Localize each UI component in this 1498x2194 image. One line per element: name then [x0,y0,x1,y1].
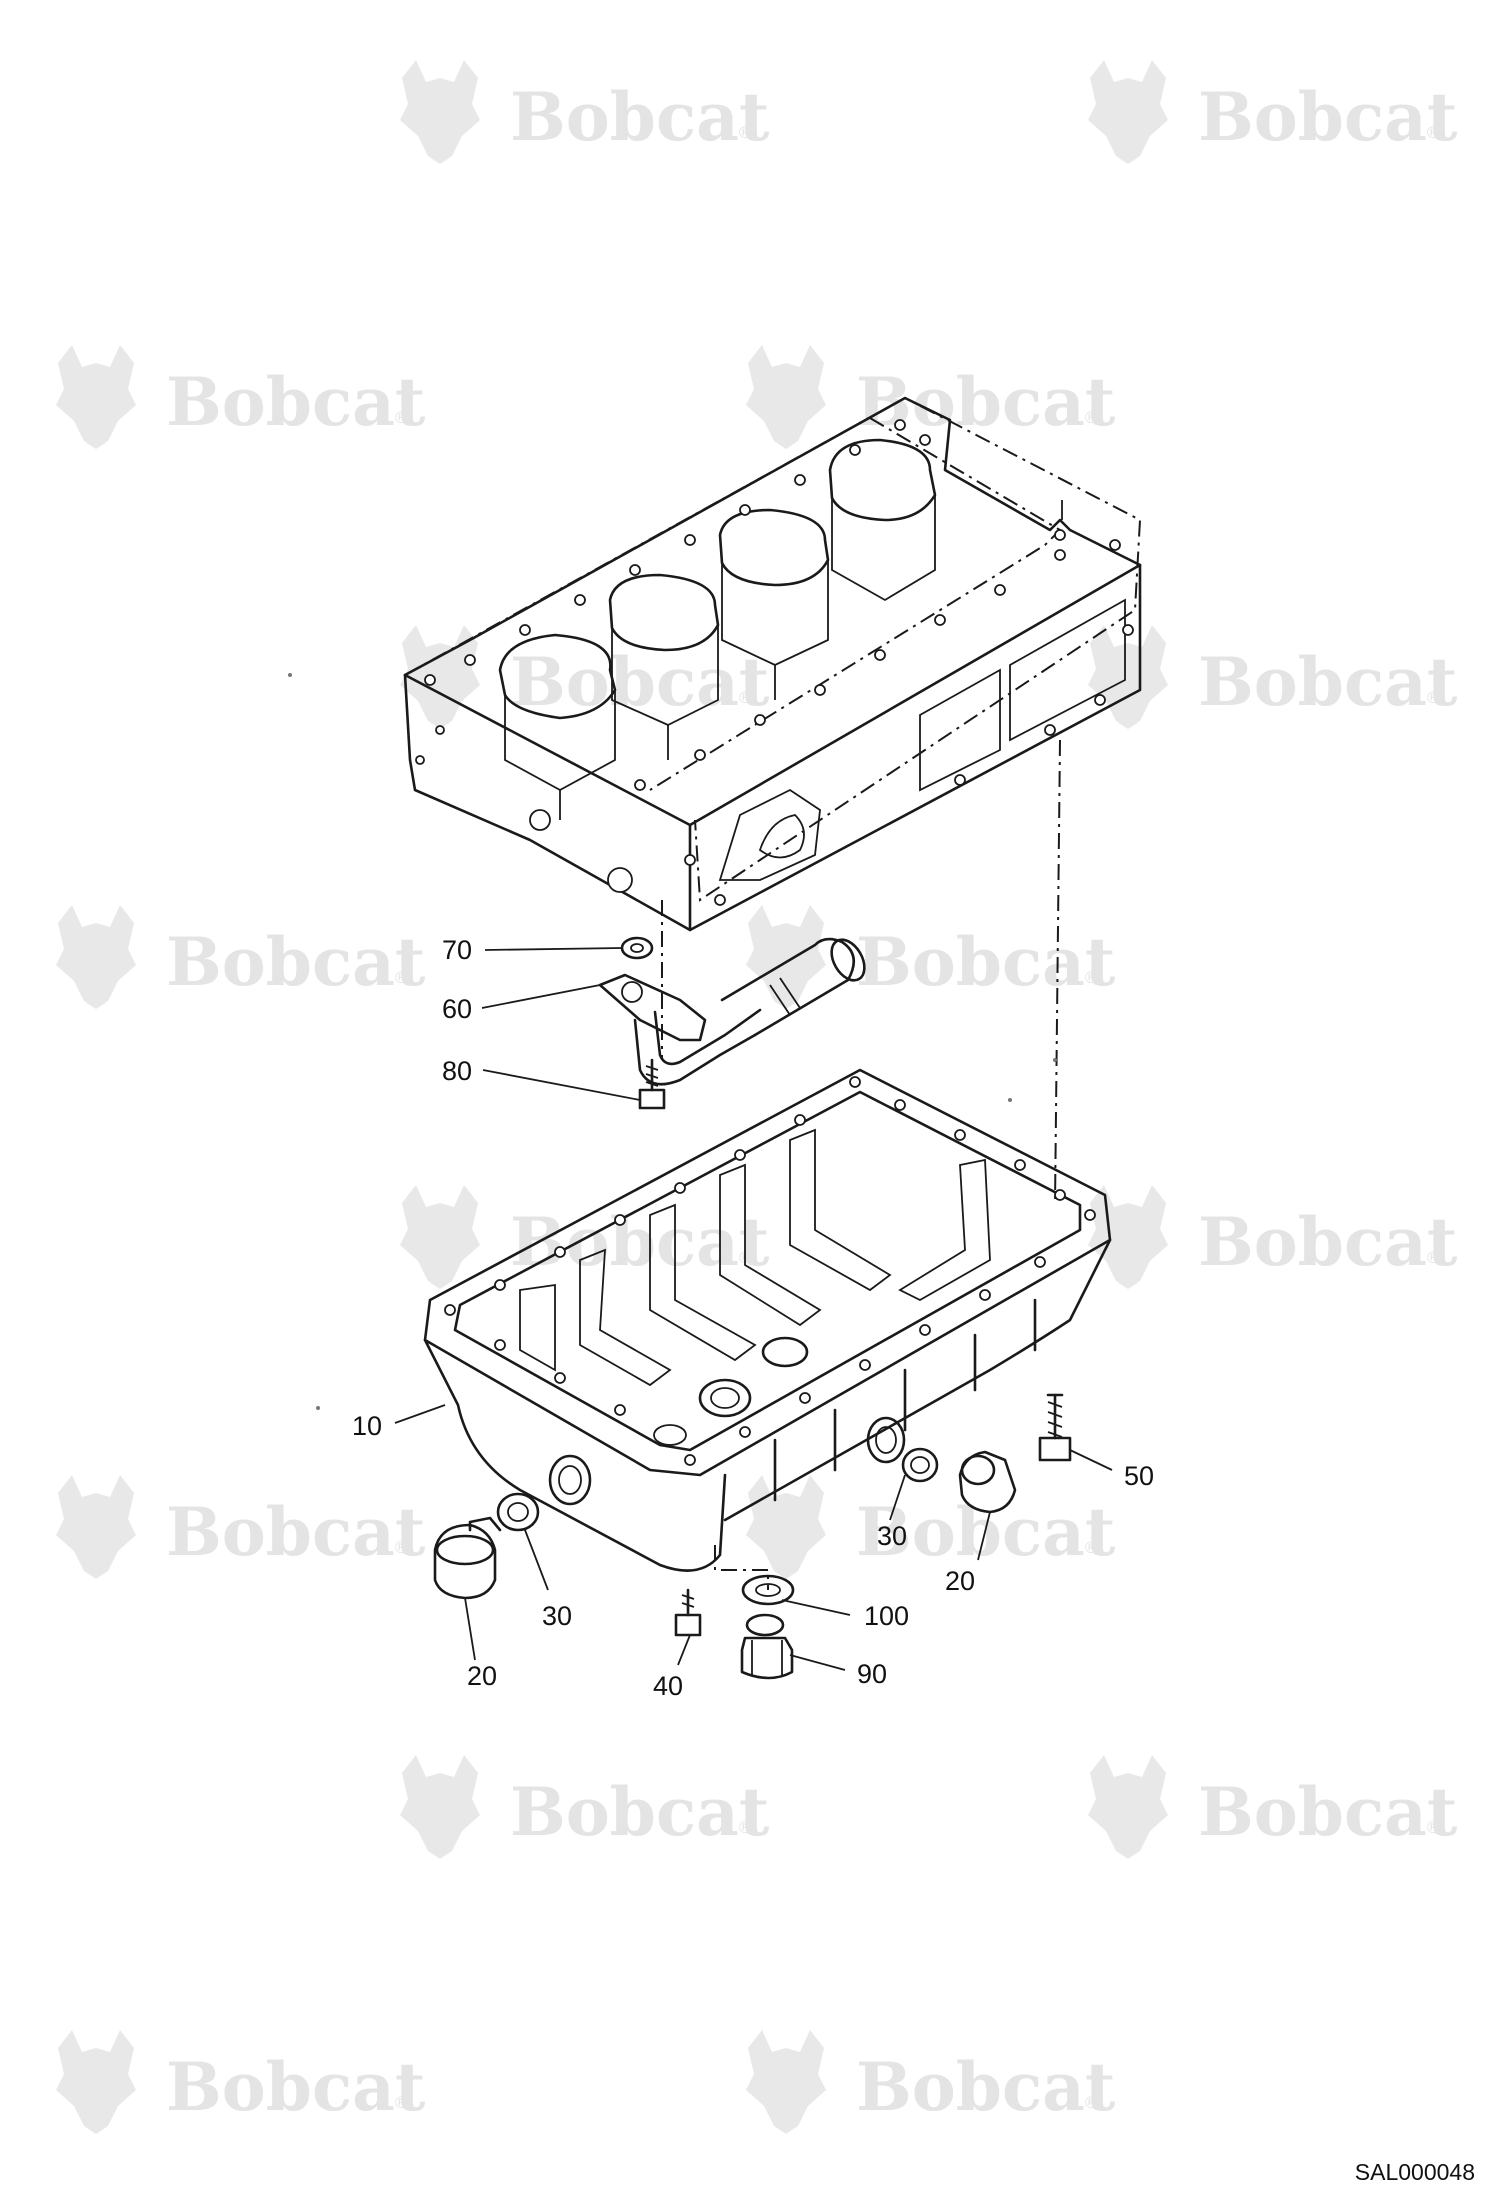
bobcat-logo-icon [400,60,480,164]
centerline-right-bolt [1054,739,1061,1206]
watermark-13: Bobcat ® [400,1755,770,1859]
callout-100: 100 [864,1601,909,1631]
watermark-4: Bobcat ® [746,345,1116,449]
oil-strainer-pipe [598,937,866,1086]
bobcat-logo-icon [400,1185,480,1289]
watermark-8: Bobcat ® [746,905,1116,1009]
plug-90 [740,1613,794,1680]
svg-text:®: ® [1425,688,1441,707]
leader-lines [394,947,1113,1671]
bolt-80 [638,1058,666,1110]
watermark-11: Bobcat ® [56,1475,426,1579]
washer-30-right [901,1447,939,1483]
svg-text:®: ® [393,408,409,427]
block-bolt-holes [424,419,1121,791]
bolt-50 [1038,1393,1072,1462]
oil-pan [423,1068,1112,1572]
svg-text:Bobcat: Bobcat [510,1773,770,1851]
watermark-3: Bobcat ® [56,345,426,449]
bobcat-logo-icon [56,345,136,449]
svg-text:®: ® [737,1818,753,1837]
callout-20-left: 20 [467,1661,497,1691]
figure-reference: SAL000048 [1355,2159,1475,2185]
washer-100 [741,1574,795,1606]
bobcat-logo-icon [1088,625,1168,729]
pan-bolt-holes [444,1076,1096,1466]
callout-labels: 70 60 80 10 50 30 20 30 100 20 90 40 [352,935,1154,1701]
callout-50: 50 [1124,1461,1154,1491]
bobcat-logo-icon [400,1755,480,1859]
svg-text:Bobcat: Bobcat [1198,1203,1458,1281]
watermark-6: Bobcat ® [1088,625,1458,729]
bobcat-logo-icon [56,1475,136,1579]
washer-70 [620,936,654,960]
watermark-layer: Bobcat ® Bobcat ® Bobcat ® Bobcat ® Bobc… [56,60,1458,2134]
bobcat-logo-icon [1088,1185,1168,1289]
callout-80: 80 [442,1056,472,1086]
watermark-1: Bobcat ® [400,60,770,164]
svg-text:Bobcat: Bobcat [856,363,1116,441]
bobcat-logo-icon [56,905,136,1009]
watermark-14: Bobcat ® [1088,1755,1458,1859]
svg-text:®: ® [1425,123,1441,142]
svg-text:Bobcat: Bobcat [166,923,426,1001]
svg-text:Bobcat: Bobcat [1198,1773,1458,1851]
svg-text:Bobcat: Bobcat [1198,643,1458,721]
washer-30-left [496,1492,540,1532]
bobcat-logo-icon [746,905,826,1009]
bobcat-logo-icon [1088,60,1168,164]
pan-baffles [519,1128,991,1387]
watermark-9: Bobcat ® [400,1185,770,1289]
svg-text:®: ® [393,2093,409,2112]
callout-10: 10 [352,1411,382,1441]
svg-text:®: ® [393,1538,409,1557]
svg-text:Bobcat: Bobcat [856,1493,1116,1571]
svg-text:Bobcat: Bobcat [856,2048,1116,2126]
bobcat-logo-icon [56,2030,136,2134]
svg-text:Bobcat: Bobcat [1198,78,1458,156]
callout-90: 90 [857,1659,887,1689]
svg-text:Bobcat: Bobcat [166,2048,426,2126]
bobcat-logo-icon [746,345,826,449]
callout-30-left: 30 [542,1601,572,1631]
svg-text:Bobcat: Bobcat [856,923,1116,1001]
svg-text:®: ® [1083,1538,1099,1557]
svg-text:Bobcat: Bobcat [510,643,770,721]
svg-text:Bobcat: Bobcat [166,363,426,441]
cylinder-bores [498,438,937,820]
svg-text:Bobcat: Bobcat [510,1203,770,1281]
watermark-15: Bobcat ® [56,2030,426,2134]
watermark-12: Bobcat ® [746,1475,1116,1579]
svg-text:®: ® [1425,1248,1441,1267]
callout-20-right: 20 [945,1566,975,1596]
svg-text:®: ® [1083,2093,1099,2112]
watermark-16: Bobcat ® [746,2030,1116,2134]
svg-text:®: ® [393,968,409,987]
svg-text:®: ® [1083,968,1099,987]
watermark-5: Bobcat ® [400,625,770,729]
svg-text:Bobcat: Bobcat [510,78,770,156]
svg-text:®: ® [737,123,753,142]
watermark-2: Bobcat ® [1088,60,1458,164]
bobcat-logo-icon [1088,1755,1168,1859]
callout-30-right: 30 [877,1521,907,1551]
crankcase-block [403,396,1142,932]
watermark-7: Bobcat ® [56,905,426,1009]
callout-60: 60 [442,994,472,1024]
svg-text:®: ® [1083,408,1099,427]
bolt-40 [674,1588,702,1637]
svg-text:®: ® [737,688,753,707]
callout-40: 40 [653,1671,683,1701]
drain-plug-20-right [958,1450,1017,1514]
svg-text:Bobcat: Bobcat [166,1493,426,1571]
watermark-10: Bobcat ® [1088,1185,1458,1289]
drain-plug-20-left [433,1516,502,1600]
svg-text:®: ® [1425,1818,1441,1837]
callout-70: 70 [442,935,472,965]
centerline-drain [714,1545,769,1590]
bobcat-logo-icon [746,2030,826,2134]
bobcat-logo-icon [746,1475,826,1579]
